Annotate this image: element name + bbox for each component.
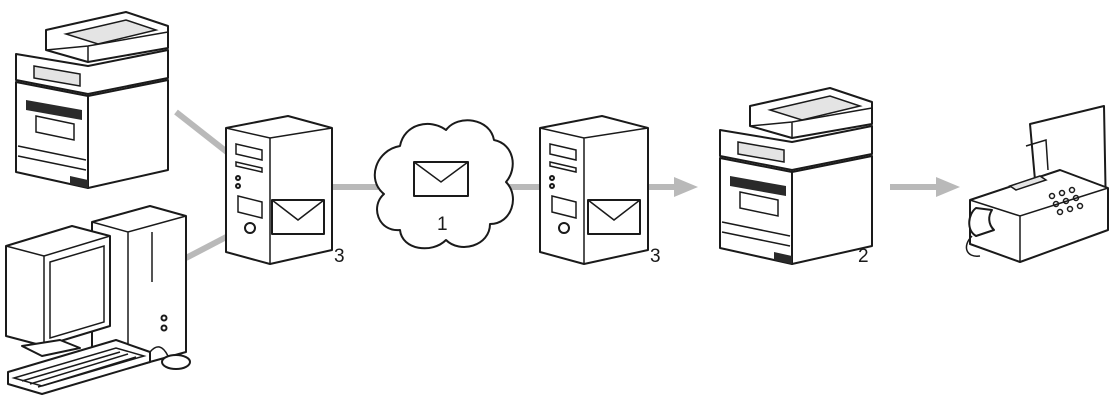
fax-machine-icon xyxy=(966,106,1108,262)
mail-server-icon xyxy=(226,116,332,264)
mfp-printer-icon xyxy=(720,88,872,264)
mail-server-icon xyxy=(540,116,648,264)
desktop-computer-icon xyxy=(6,206,190,394)
arrow-relay-machine-to-fax xyxy=(890,177,960,197)
label-relay-machine: 2 xyxy=(858,246,869,267)
arrow-server-to-relay-machine xyxy=(648,177,698,197)
label-internet: 1 xyxy=(437,214,448,235)
email-envelope-icon xyxy=(272,200,324,234)
email-envelope-icon xyxy=(414,162,468,196)
connector-printer-to-server xyxy=(176,112,232,156)
label-receiver-server: 3 xyxy=(650,246,661,267)
mfp-printer-icon xyxy=(16,12,168,188)
email-envelope-icon xyxy=(588,200,640,234)
label-sender-server: 3 xyxy=(334,246,345,267)
